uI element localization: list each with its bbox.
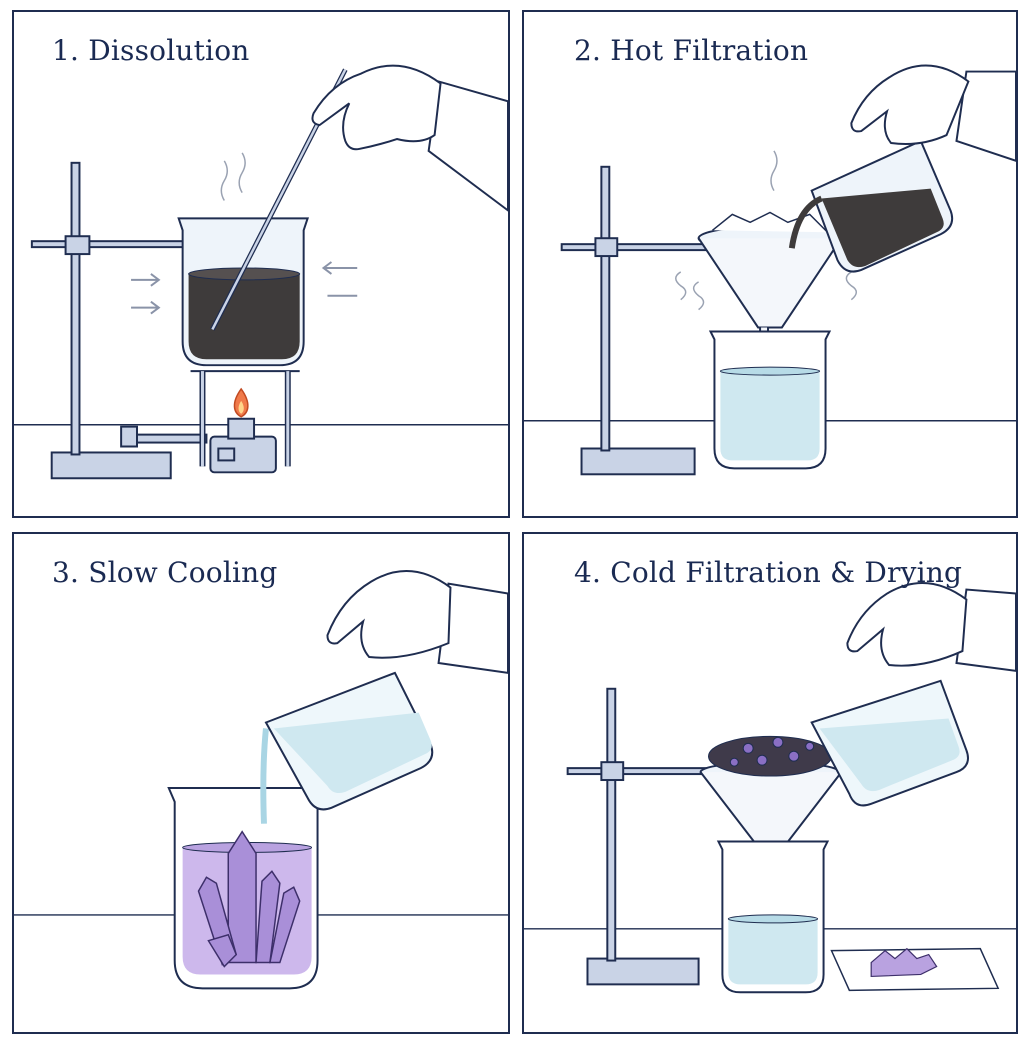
hand-icon <box>312 66 508 211</box>
ring-stand-icon <box>568 689 717 985</box>
drying-paper-icon <box>832 949 999 991</box>
panel-dissolution: 1. Dissolution <box>12 10 510 518</box>
beaker-icon <box>718 842 827 993</box>
hot-filtration-illustration <box>524 12 1016 516</box>
hand-icon <box>327 571 508 673</box>
flame-icon <box>234 389 247 417</box>
panel-title: 1. Dissolution <box>52 34 250 67</box>
panel-title: 3. Slow Cooling <box>52 556 277 589</box>
ring-stand-icon <box>562 167 721 475</box>
cold-filtration-illustration <box>524 534 1016 1032</box>
panel-slow-cooling: 3. Slow Cooling <box>12 532 510 1034</box>
panel-hot-filtration: 2. Hot Filtration <box>522 10 1018 518</box>
panel-title: 4. Cold Filtration & Drying <box>574 556 962 589</box>
hand-icon <box>851 66 1016 161</box>
beaker-icon <box>812 681 968 806</box>
panel-cold-filtration-drying: 4. Cold Filtration & Drying <box>522 532 1018 1034</box>
crystal-icon <box>709 736 832 776</box>
hand-icon <box>847 583 1016 671</box>
bunsen-burner-icon <box>210 419 275 473</box>
panel-title: 2. Hot Filtration <box>574 34 808 67</box>
beaker-icon <box>710 331 829 468</box>
slow-cooling-illustration <box>14 534 508 1032</box>
dissolution-illustration <box>14 12 508 516</box>
beaker-icon <box>179 218 308 365</box>
